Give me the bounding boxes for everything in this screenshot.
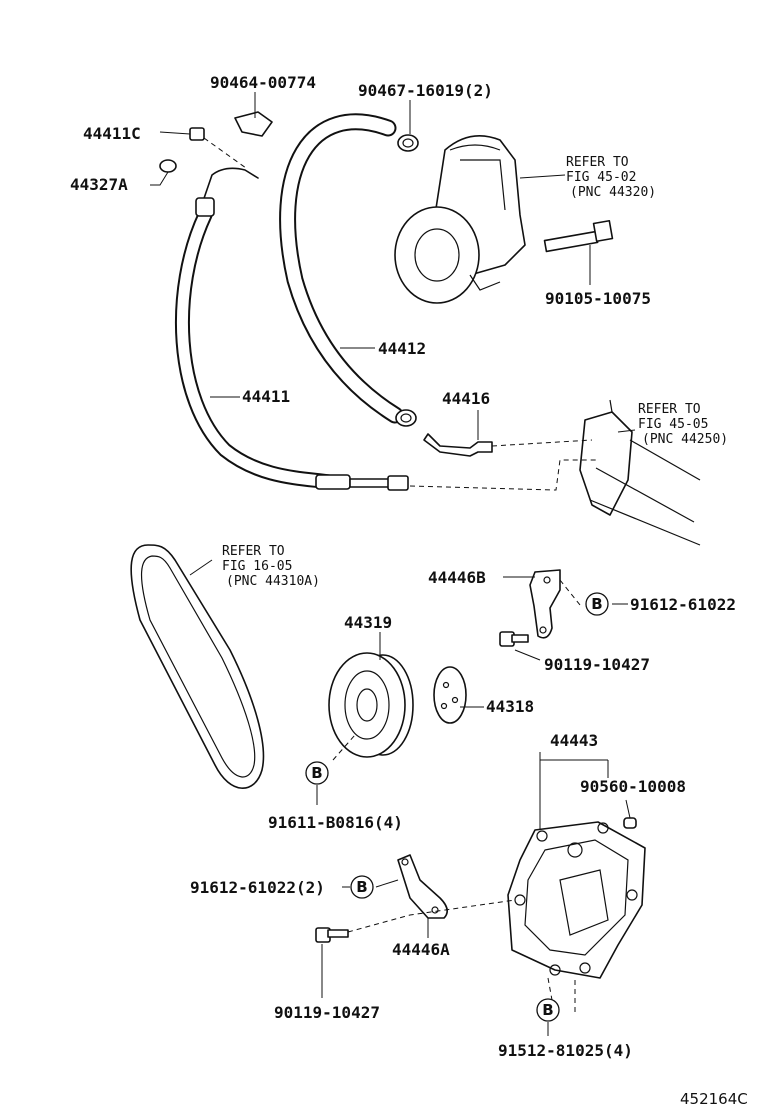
- return-hose: [279, 113, 404, 424]
- label-91611-b0816: 91611-B0816(4): [268, 813, 403, 832]
- crankshaft-pulley: [328, 652, 414, 758]
- bracket-b-bolt: [499, 631, 529, 647]
- drive-belt: [130, 544, 265, 789]
- label-44411c: 44411C: [83, 124, 141, 143]
- callout-b-bracket-a: B: [350, 875, 374, 899]
- label-91512-81025: 91512-81025(4): [498, 1041, 633, 1060]
- pressure-hose: [174, 167, 409, 491]
- label-90105-10075: 90105-10075: [545, 289, 651, 308]
- bracket-b: [529, 569, 561, 639]
- svg-text:FIG 16-05: FIG 16-05: [222, 559, 292, 574]
- svg-text:(PNC 44310A): (PNC 44310A): [226, 574, 320, 589]
- label-44446b: 44446B: [428, 568, 486, 587]
- pump-mounting-bolt: [543, 219, 614, 253]
- power-steering-pump: [394, 134, 526, 304]
- hose-clamp-upper: [397, 134, 419, 152]
- svg-text:FIG 45-02: FIG 45-02: [566, 170, 636, 185]
- callout-b-bracket-b: B: [585, 592, 609, 616]
- connector-line-pulley: [332, 734, 356, 761]
- svg-text:FIG 45-05: FIG 45-05: [638, 417, 708, 432]
- connector-line-bracket-b: [559, 579, 581, 606]
- reference-note-gear: REFER TO FIG 45-05 (PNC 44250): [638, 402, 728, 447]
- label-91612-61022-2: 91612-61022(2): [190, 878, 325, 897]
- pump-adapter-plate: [507, 821, 646, 979]
- bracket-a: [397, 854, 448, 919]
- svg-text:B: B: [356, 878, 367, 896]
- gasket-washer: [159, 159, 177, 173]
- svg-text:(PNC 44250): (PNC 44250): [642, 432, 728, 447]
- hose-clamp-lower: [395, 409, 417, 427]
- label-44327a: 44327A: [70, 175, 128, 194]
- svg-text:REFER TO: REFER TO: [566, 155, 629, 170]
- svg-text:B: B: [311, 764, 322, 782]
- label-91612-61022: 91612-61022: [630, 595, 736, 614]
- label-44319: 44319: [344, 613, 392, 632]
- union-fitting: [423, 433, 493, 457]
- reference-note-belt: REFER TO FIG 16-05 (PNC 44310A): [222, 544, 320, 589]
- label-90560-10008: 90560-10008: [580, 777, 686, 796]
- connector-line-hose-gear: [409, 459, 596, 491]
- label-90467-16019: 90467-16019(2): [358, 81, 493, 100]
- callout-b-adapter: B: [536, 998, 560, 1022]
- steering-gear-housing: [579, 399, 701, 546]
- label-44318: 44318: [486, 697, 534, 716]
- bracket-a-bolt: [315, 927, 349, 943]
- callout-b-pulley: B: [305, 761, 329, 785]
- svg-text:REFER TO: REFER TO: [638, 402, 701, 417]
- label-90119-10427-upper: 90119-10427: [544, 655, 650, 674]
- svg-text:B: B: [542, 1001, 553, 1019]
- svg-text:B: B: [591, 595, 602, 613]
- label-90119-10427-lower: 90119-10427: [274, 1003, 380, 1022]
- leader-lines: [150, 92, 636, 1036]
- hose-clip: [234, 111, 273, 137]
- connector-line-adapter-bolts: [547, 977, 576, 1012]
- label-44411: 44411: [242, 387, 290, 406]
- label-44446a: 44446A: [392, 940, 450, 959]
- reference-note-pump: REFER TO FIG 45-02 (PNC 44320): [566, 155, 656, 200]
- label-44443: 44443: [550, 731, 598, 750]
- connector-line-bracket-a: [347, 899, 516, 933]
- connector-line-union-gear: [491, 439, 593, 447]
- label-44412: 44412: [378, 339, 426, 358]
- pulley-plate: [433, 666, 467, 724]
- label-90464-00774: 90464-00774: [210, 73, 316, 92]
- pressure-fitting-bolt: [189, 127, 247, 169]
- figure-code: 452164C: [680, 1090, 748, 1108]
- dowel-pin: [623, 817, 637, 829]
- svg-text:(PNC 44320): (PNC 44320): [570, 185, 656, 200]
- label-44416: 44416: [442, 389, 490, 408]
- svg-text:REFER TO: REFER TO: [222, 544, 285, 559]
